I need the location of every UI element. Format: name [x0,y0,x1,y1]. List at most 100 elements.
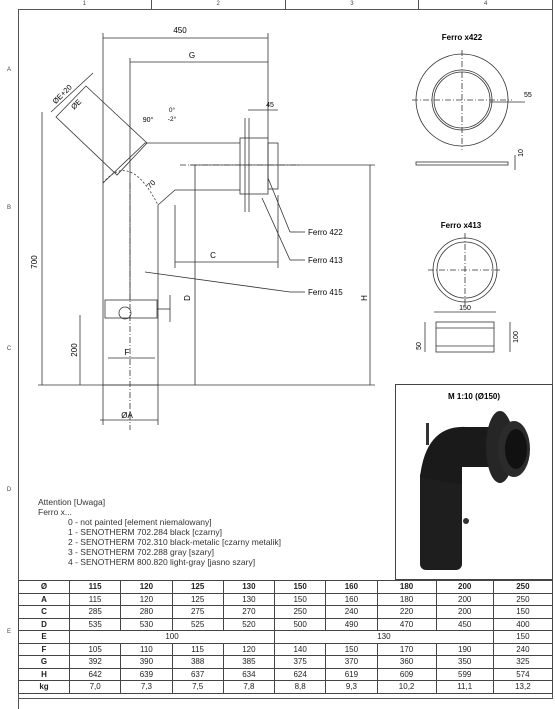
table-cell: D [18,617,70,631]
table-cell: 490 [325,617,378,631]
note-item: 1 - SENOTHERM 702.284 black [czarny] [68,527,223,537]
row-marker-d: D [6,487,12,493]
table-cell: 325 [492,655,554,669]
table-cell: 240 [492,642,554,656]
drawing-frame [18,9,553,699]
scale-render-panel: M 1:10 (Ø150) [395,384,553,580]
table-cell: 360 [376,655,437,669]
detail-413-dimension-100: 100 [513,331,520,343]
table-row: kg 7,0 7,3 7,5 7,8 8,8 9,3 10,2 11,1 13,… [18,680,554,694]
table-cell: G [18,655,70,669]
table-cell: 120 [120,592,173,606]
table-cell: 150 [273,592,327,606]
dimension-200: 200 [70,343,79,357]
table-cell: 619 [325,667,378,681]
render-title: M 1:10 (Ø150) [448,392,500,401]
table-cell: 637 [171,667,224,681]
table-cell: 285 [68,605,122,619]
table-cell: 115 [68,592,122,606]
detail-422-dimension-10: 10 [518,149,525,157]
table-cell: 609 [376,667,437,681]
table-cell: E [18,630,70,644]
table-row: F 105 110 115 120 140 150 170 190 240 [18,642,554,656]
dimension-700: 700 [30,255,39,269]
table-cell: 150 [325,642,378,656]
column-marker-2: 2 [152,0,286,9]
table-cell: H [18,667,70,681]
table-cell: 7,5 [171,680,224,694]
column-ruler: 1 2 3 4 [18,0,553,10]
table-cell: 7,3 [120,680,173,694]
table-cell: 388 [171,655,224,669]
table-cell: C [18,605,70,619]
table-cell: F [18,642,70,656]
row-marker-c: C [6,346,12,352]
table-cell: 130 [274,630,494,644]
table-cell: 190 [435,642,494,656]
note-title: Attention [Uwaga] [38,497,106,507]
note-item: 3 - SENOTHERM 702.288 gray [szary] [68,547,214,557]
table-cell: 370 [325,655,378,669]
angle-tolerance-plus: 0° [169,106,176,114]
table-cell: 220 [376,605,437,619]
dimension-a: ØA [121,411,133,420]
table-cell: 240 [325,605,378,619]
table-cell: 270 [222,605,276,619]
table-cell: 11,1 [435,680,494,694]
detail-413-title: Ferro x413 [441,221,482,230]
table-cell: 7,8 [222,680,276,694]
table-cell: 385 [222,655,276,669]
detail-413-dimension-150: 150 [459,305,471,312]
column-marker-3: 3 [286,0,420,9]
dimension-h: H [360,295,369,301]
table-cell: 160 [325,592,378,606]
table-cell: 500 [273,617,327,631]
table-cell: 599 [435,667,494,681]
table-header-cell: 125 [171,580,224,594]
table-cell: 150 [492,605,554,619]
table-cell: 10,2 [376,680,437,694]
table-cell: 275 [171,605,224,619]
dimension-d: D [183,295,192,301]
dimension-table: Ø 115 120 125 130 150 160 180 200 250 A … [18,580,554,694]
detail-413-dimension-50: 50 [416,342,423,350]
table-cell: 13,2 [492,680,554,694]
table-row: H 642 639 637 634 624 619 609 599 574 [18,667,554,681]
row-marker-b: B [6,205,11,211]
table-cell: 535 [68,617,122,631]
elbow-pipe-drawing: 450 G 45 C D H 700 200 F ØA 70 ØE ØE+20 … [30,26,532,430]
table-cell: 140 [273,642,327,656]
callout-ferro-413: Ferro 413 [308,256,343,265]
table-cell: 392 [68,655,122,669]
row-marker-e: E [6,629,11,635]
dimension-g: G [189,51,195,60]
dimension-c: C [210,251,216,260]
table-header-cell: 130 [222,580,276,594]
table-cell: 280 [120,605,173,619]
table-cell: 9,3 [325,680,378,694]
table-cell: 100 [69,630,275,644]
paint-options-note: Attention [Uwaga] Ferro x... 0 - not pai… [38,497,281,567]
column-marker-1: 1 [18,0,152,9]
detail-422-dimension-55: 55 [524,92,532,99]
row-marker-a: A [6,67,11,73]
elbow-render-image: M 1:10 (Ø150) [420,392,530,570]
table-header-cell: Ø [18,580,70,594]
angle-tolerance-minus: -2° [168,115,177,123]
table-cell: 525 [171,617,224,631]
table-cell: 350 [435,655,494,669]
table-row: D 535 530 525 520 500 490 470 450 400 [18,617,554,631]
table-header-cell: 200 [435,580,494,594]
table-cell: 520 [222,617,276,631]
table-header-cell: 180 [376,580,437,594]
table-header-cell: 115 [68,580,122,594]
table-cell: 150 [492,630,554,644]
table-cell: 7,0 [68,680,122,694]
table-cell: 200 [435,592,494,606]
table-cell: 170 [376,642,437,656]
detail-422-title: Ferro x422 [442,33,483,42]
note-item: 0 - not painted [element niemalowany] [68,517,212,527]
note-item: 2 - SENOTHERM 702.310 black-metalic [cza… [68,537,282,547]
table-cell: 110 [120,642,173,656]
